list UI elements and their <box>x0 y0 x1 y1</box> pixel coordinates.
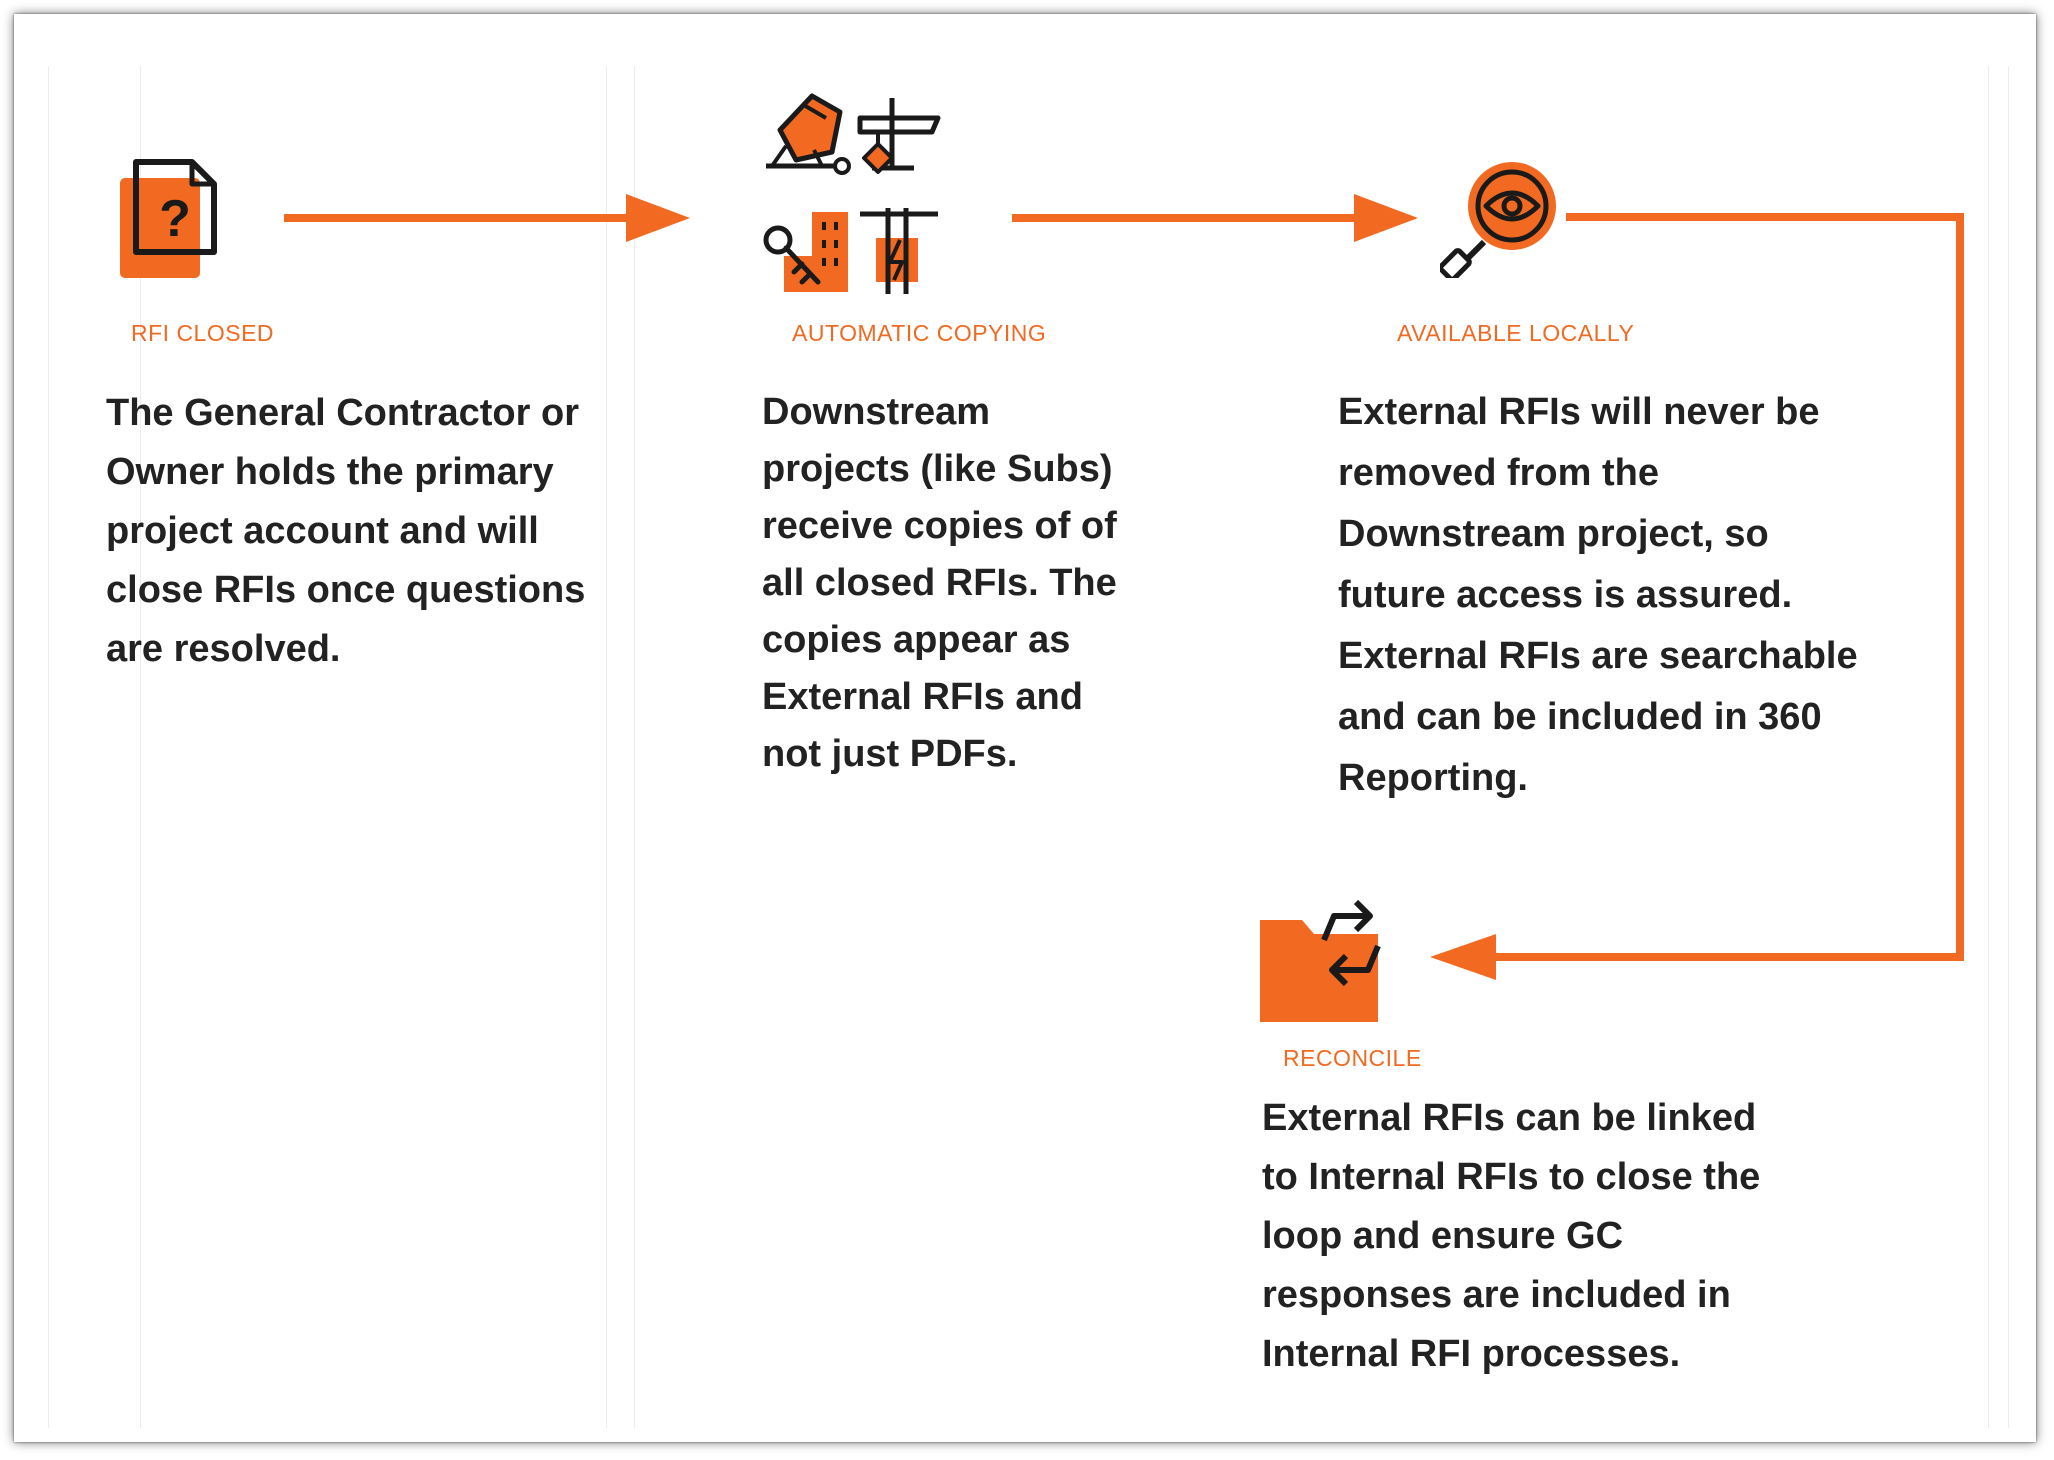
crane-icon <box>857 98 941 174</box>
step-label-reconcile: RECONCILE <box>1283 1045 1422 1071</box>
guide-line <box>634 66 635 1428</box>
step-description-automatic-copying: Downstream projects (like Subs) receive … <box>762 391 1117 775</box>
folder-sync-icon <box>1260 899 1381 1022</box>
cement-mixer-icon <box>766 93 851 175</box>
step-label-rfi-closed: RFI CLOSED <box>131 320 275 346</box>
arrow-rfi-closed-to-copying <box>284 194 690 242</box>
step-label-available-locally: AVAILABLE LOCALLY <box>1397 320 1635 346</box>
power-pole-icon <box>860 208 938 294</box>
step-description-reconcile: External RFIs can be linked to Internal … <box>1262 1097 1761 1375</box>
guide-line <box>140 66 141 1428</box>
construction-icons-grid <box>763 93 941 294</box>
arrow-copying-to-available <box>1012 194 1418 242</box>
guide-line <box>2008 66 2009 1428</box>
guide-line <box>1988 66 1989 1428</box>
step-label-automatic-copying: AUTOMATIC COPYING <box>792 320 1047 346</box>
guide-line <box>48 66 49 1428</box>
svg-text:?: ? <box>159 190 191 248</box>
step-description-rfi-closed: The General Contractor or Owner holds th… <box>106 392 586 670</box>
guide-line <box>606 66 607 1428</box>
diagram-frame <box>14 14 2036 1442</box>
magnifier-eye-icon <box>1440 162 1556 278</box>
arrow-available-to-reconcile <box>1430 213 1964 980</box>
key-building-icon <box>763 212 848 292</box>
step-description-available-locally: External RFIs will never be removed from… <box>1338 391 1858 799</box>
question-document-icon: ? <box>120 159 217 278</box>
